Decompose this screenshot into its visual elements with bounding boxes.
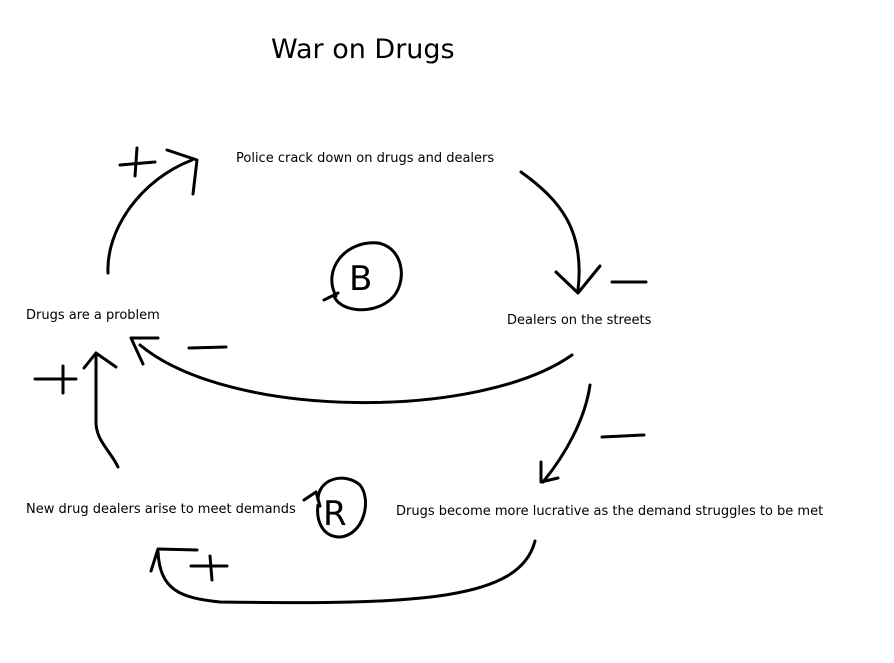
arrow-problem-to-police <box>106 148 199 275</box>
polarity-plus-newdealers-problem <box>33 364 78 395</box>
polarity-minus-dealers-problem <box>187 345 228 350</box>
reinforcing-loop-marker: R <box>302 476 367 539</box>
node-new-dealers-arise: New drug dealers arise to meet demands <box>26 502 296 517</box>
node-police-crackdown: Police crack down on drugs and dealers <box>236 151 495 166</box>
polarity-plus-problem-police <box>118 146 157 178</box>
polarity-plus-lucrative-newdealers <box>189 554 229 582</box>
arrow-dealers-to-lucrative <box>539 383 592 484</box>
node-drugs-more-lucrative: Drugs become more lucrative as the deman… <box>396 504 824 519</box>
diagram-title: War on Drugs <box>271 34 455 65</box>
node-drugs-are-problem: Drugs are a problem <box>26 308 160 323</box>
arrow-police-to-dealers <box>519 170 602 295</box>
polarity-minus-dealers-lucrative <box>600 433 646 439</box>
arrow-lucrative-to-newdealers <box>149 539 537 605</box>
arrow-dealers-to-problem <box>129 336 574 404</box>
arrow-newdealers-to-problem <box>82 351 120 469</box>
balancing-loop-marker: B <box>322 241 403 312</box>
node-dealers-on-streets: Dealers on the streets <box>507 313 652 328</box>
loop-label-balancing: B <box>349 259 372 299</box>
loop-label-reinforcing: R <box>323 494 347 534</box>
